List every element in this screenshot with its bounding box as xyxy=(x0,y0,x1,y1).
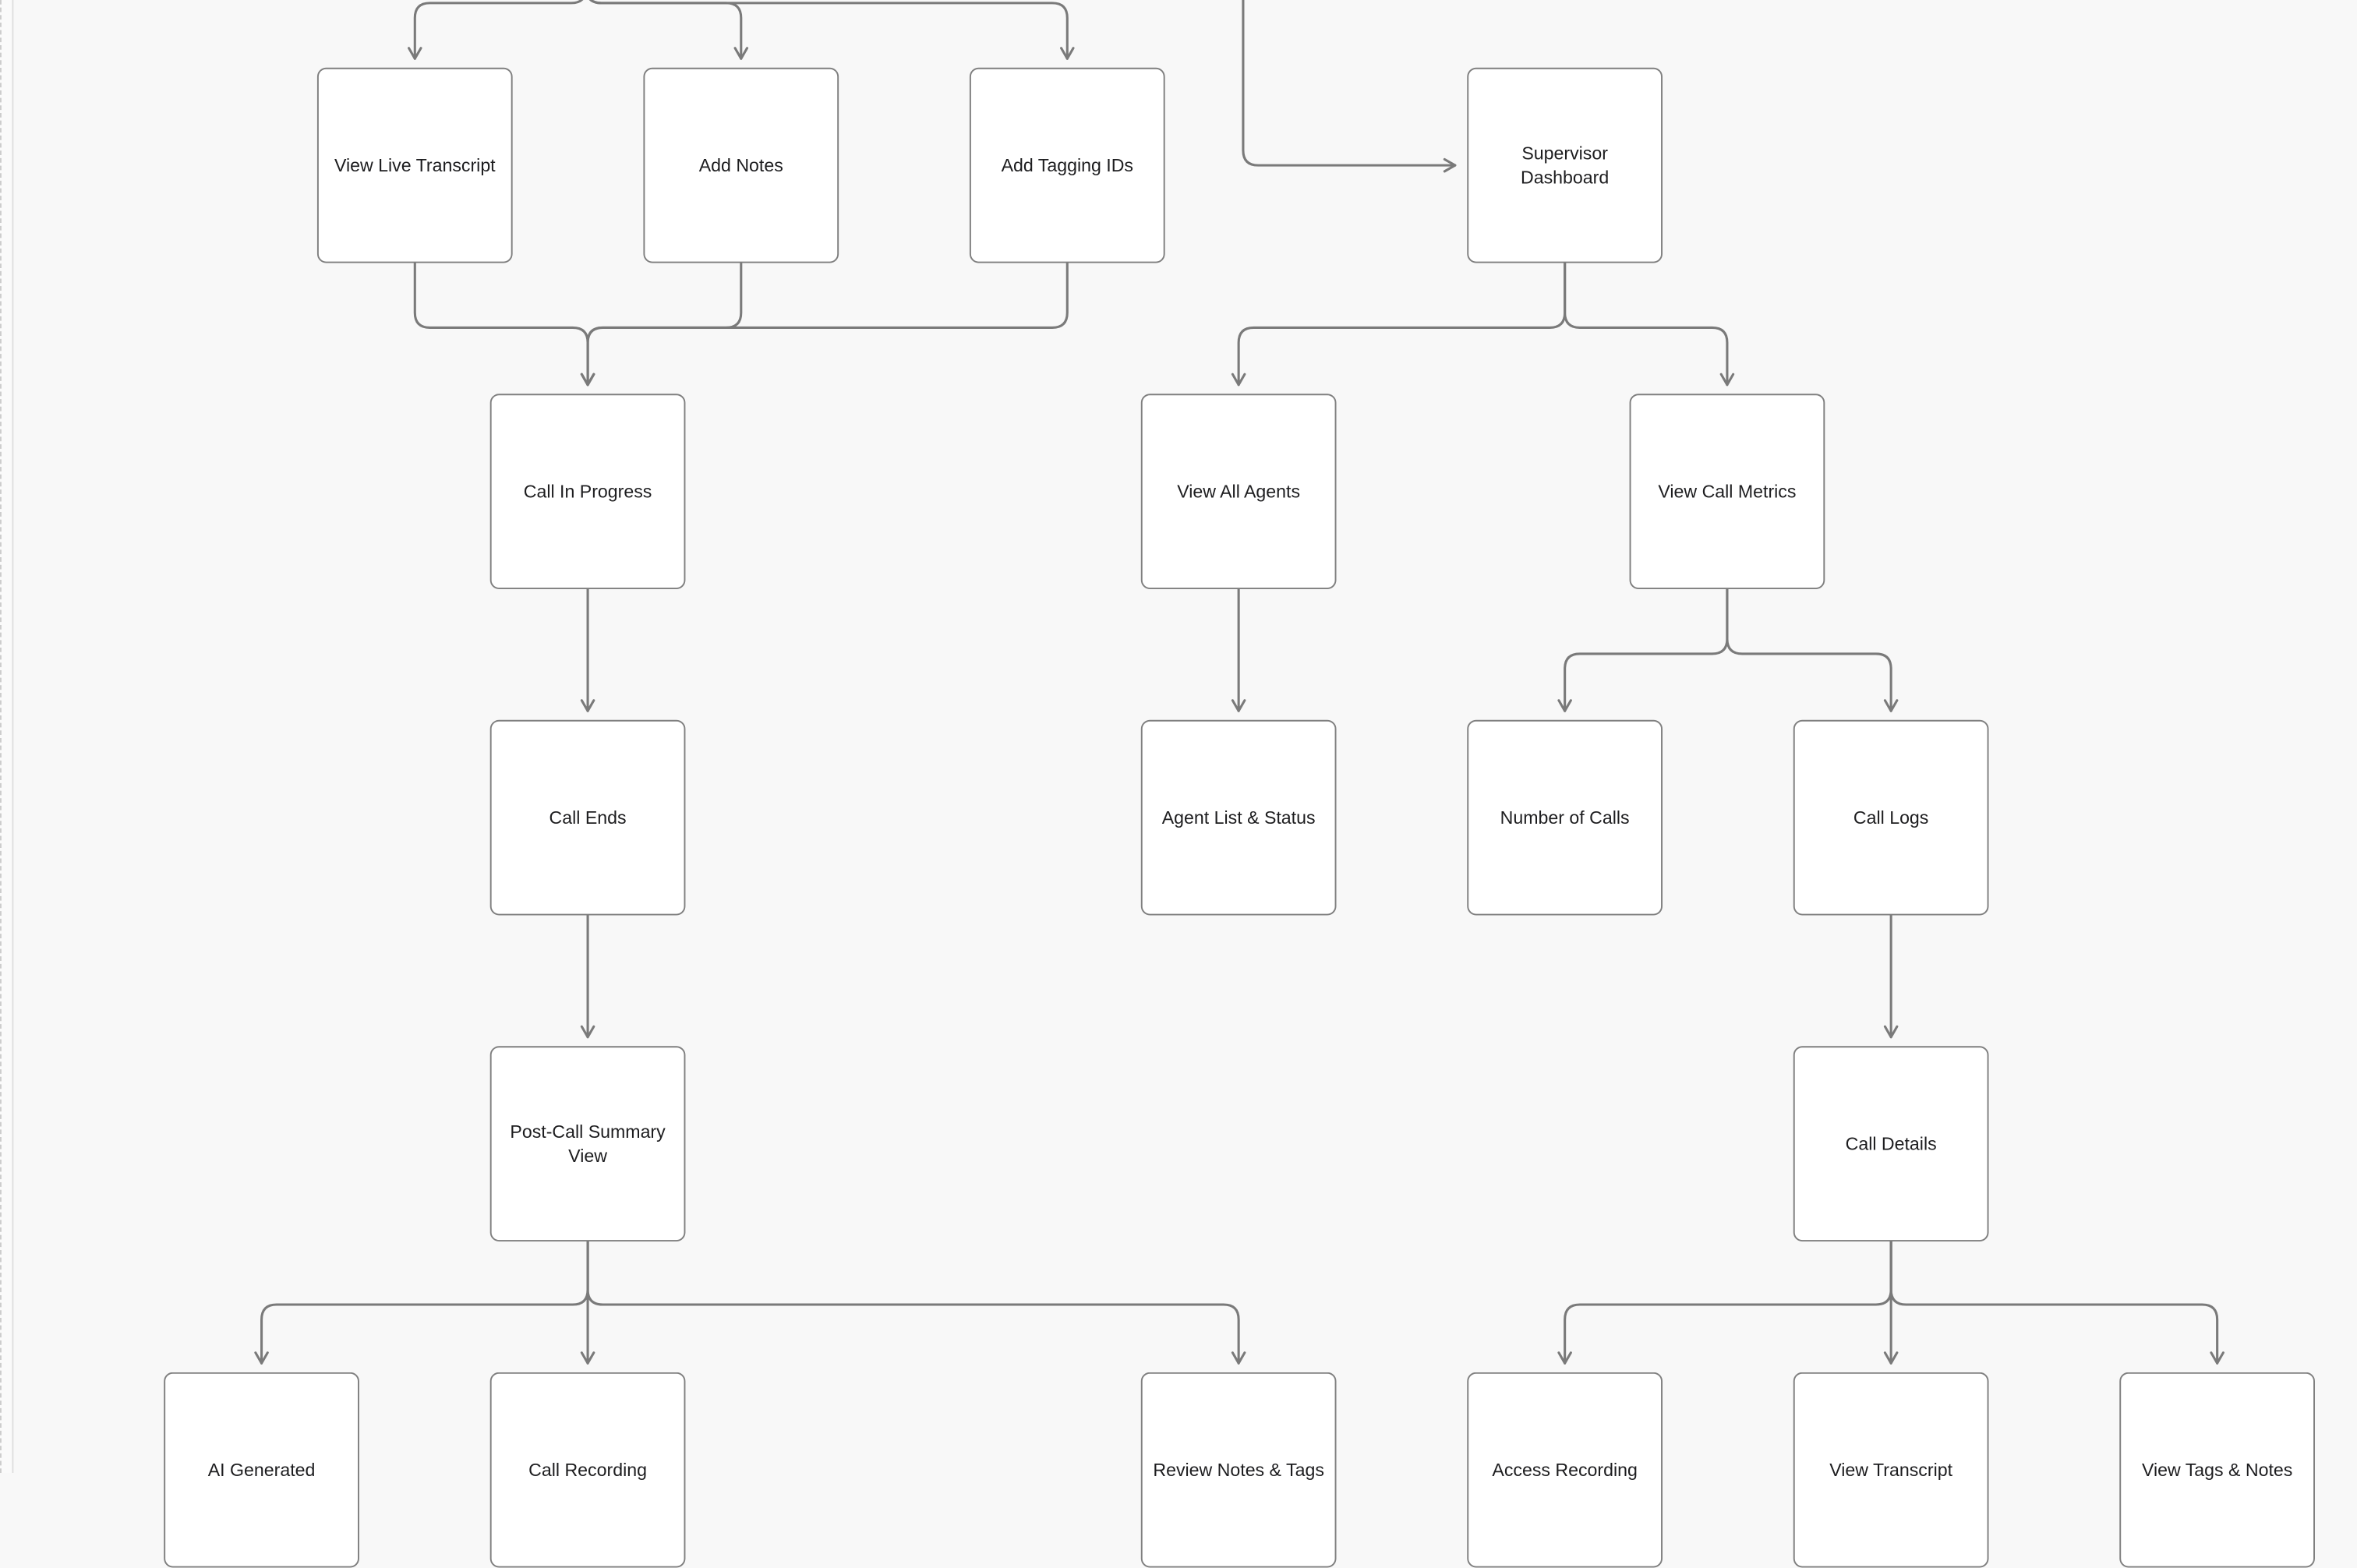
node-call-logs[interactable]: Call Logs xyxy=(1793,719,1989,916)
edges-layer xyxy=(254,0,2224,1365)
edge-offscreen-top-to-add-tagging-ids xyxy=(589,0,1075,60)
node-label: Call Ends xyxy=(549,807,627,828)
node-add-notes[interactable]: Add Notes xyxy=(643,67,839,263)
node-access-recording[interactable]: Access Recording xyxy=(1467,1372,1663,1568)
edge-supervisor-dashboard-to-view-all-agents xyxy=(1231,261,1567,387)
node-view-tags-notes[interactable]: View Tags & Notes xyxy=(2119,1372,2315,1568)
node-supervisor-dashboard[interactable]: Supervisor Dashboard xyxy=(1467,67,1663,263)
node-number-of-calls[interactable]: Number of Calls xyxy=(1467,719,1663,916)
node-review-notes-tags[interactable]: Review Notes & Tags xyxy=(1140,1372,1337,1568)
node-view-transcript[interactable]: View Transcript xyxy=(1793,1372,1989,1568)
edge-view-call-metrics-to-number-of-calls xyxy=(1557,588,1729,712)
node-label: Call In Progress xyxy=(523,480,652,502)
node-label: Call Logs xyxy=(1853,807,1929,828)
edge-post-call-summary-to-review-notes-tags xyxy=(586,1240,1246,1365)
edge-view-live-transcript-to-call-in-progress xyxy=(413,261,595,387)
node-label: Call Recording xyxy=(528,1459,647,1481)
edge-call-details-to-view-tags-notes xyxy=(1889,1240,2224,1365)
node-label: Review Notes & Tags xyxy=(1153,1459,1324,1481)
edge-post-call-summary-to-ai-generated xyxy=(254,1240,589,1365)
node-call-in-progress[interactable]: Call In Progress xyxy=(489,394,686,589)
node-label: Call Details xyxy=(1845,1132,1937,1154)
node-label: Number of Calls xyxy=(1500,807,1630,828)
node-post-call-summary-view[interactable]: Post-Call Summary View xyxy=(489,1046,686,1241)
canvas-left-edge xyxy=(0,0,14,1473)
node-label: View Tags & Notes xyxy=(2141,1459,2293,1481)
edge-supervisor-dashboard-to-view-call-metrics xyxy=(1564,261,1735,387)
node-label: Add Tagging IDs xyxy=(1001,154,1133,176)
node-agent-list-status[interactable]: Agent List & Status xyxy=(1140,719,1337,916)
edge-call-details-to-access-recording xyxy=(1557,1240,1892,1365)
node-label: View Call Metrics xyxy=(1658,480,1797,502)
node-label: View Transcript xyxy=(1829,1459,1953,1481)
node-label: Post-Call Summary View xyxy=(510,1121,666,1167)
node-label: Add Notes xyxy=(698,154,783,176)
node-view-all-agents[interactable]: View All Agents xyxy=(1140,394,1337,589)
node-view-live-transcript[interactable]: View Live Transcript xyxy=(316,67,513,263)
node-label: View Live Transcript xyxy=(334,154,496,176)
edge-offscreen-top-to-view-live-transcript xyxy=(408,0,584,60)
node-label: Agent List & Status xyxy=(1161,807,1316,828)
node-call-details[interactable]: Call Details xyxy=(1793,1046,1989,1241)
edge-offscreen-top-to-supervisor-dashboard xyxy=(1242,0,1457,173)
edge-add-notes-to-call-in-progress xyxy=(580,261,743,387)
edge-view-call-metrics-to-call-logs xyxy=(1726,588,1899,712)
node-label: Supervisor Dashboard xyxy=(1521,142,1610,189)
node-label: Access Recording xyxy=(1492,1459,1638,1481)
edge-offscreen-top-to-add-notes xyxy=(589,0,749,60)
node-ai-generated[interactable]: AI Generated xyxy=(164,1372,359,1568)
node-label: View All Agents xyxy=(1177,480,1301,502)
node-call-recording[interactable]: Call Recording xyxy=(489,1372,686,1568)
node-add-tagging-ids[interactable]: Add Tagging IDs xyxy=(969,67,1165,263)
edge-add-tagging-ids-to-call-in-progress xyxy=(580,261,1069,387)
node-label: AI Generated xyxy=(207,1459,316,1481)
node-call-ends[interactable]: Call Ends xyxy=(489,719,686,916)
node-view-call-metrics[interactable]: View Call Metrics xyxy=(1629,394,1825,589)
